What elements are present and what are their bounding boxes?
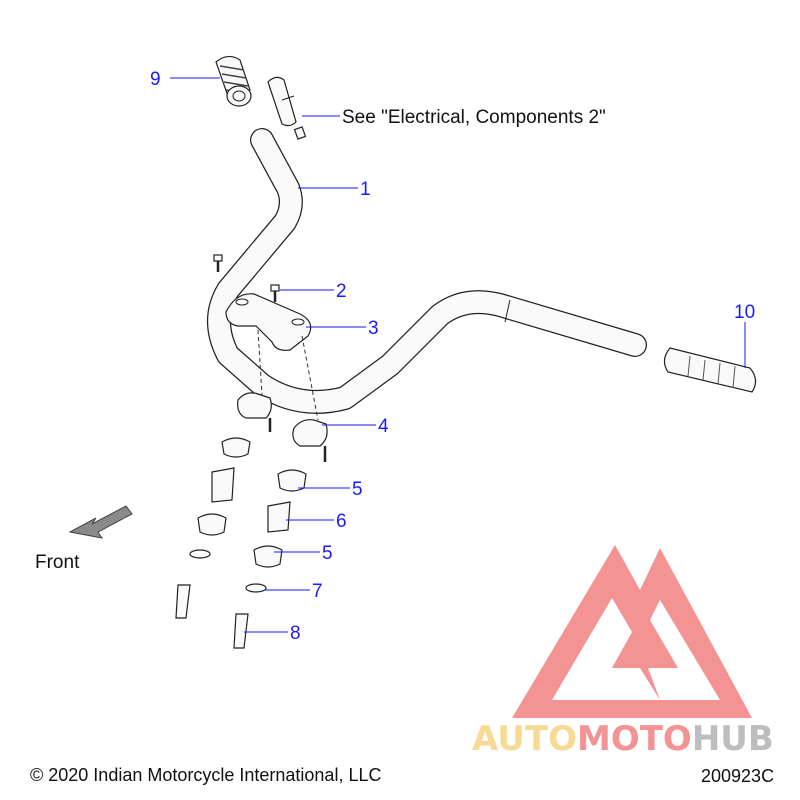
watermark-word-2: MOTO bbox=[577, 719, 692, 759]
callout-8: 8 bbox=[290, 623, 301, 644]
lower-clamp-part-4 bbox=[237, 392, 328, 462]
watermark-logo: AUTOMOTOHUB bbox=[472, 545, 774, 759]
bushing-stack-right bbox=[233, 469, 307, 649]
callout-1: 1 bbox=[360, 179, 371, 200]
riser-clamp-part-3 bbox=[225, 293, 312, 351]
electrical-component bbox=[267, 76, 307, 140]
handlebar-part-1 bbox=[207, 128, 647, 414]
front-direction-arrow-icon bbox=[68, 505, 133, 539]
reference-note: See "Electrical, Components 2" bbox=[342, 107, 606, 128]
watermark-word-1: AUTO bbox=[472, 719, 577, 759]
copyright-text: © 2020 Indian Motorcycle International, … bbox=[30, 765, 381, 785]
svg-text:AUTOMOTOHUB: AUTOMOTOHUB bbox=[472, 719, 774, 759]
callout-4: 4 bbox=[378, 416, 389, 437]
direction-label: Front bbox=[35, 552, 80, 573]
diagram-code: 200923C bbox=[701, 766, 774, 786]
leader-lines bbox=[170, 77, 746, 633]
callout-9: 9 bbox=[150, 69, 161, 90]
callout-3: 3 bbox=[368, 318, 379, 339]
grip-part-9 bbox=[215, 55, 252, 107]
watermark-triangle bbox=[512, 545, 752, 718]
callout-5-upper: 5 bbox=[352, 479, 363, 500]
callout-10: 10 bbox=[734, 302, 755, 323]
callout-6: 6 bbox=[336, 511, 347, 532]
clamp-bolt-part-2 bbox=[213, 254, 280, 302]
callout-5-lower: 5 bbox=[322, 543, 333, 564]
callout-7: 7 bbox=[312, 581, 323, 602]
callout-2: 2 bbox=[336, 281, 347, 302]
grip-part-10 bbox=[663, 347, 757, 393]
watermark-word-3: HUB bbox=[692, 719, 774, 759]
bushing-stack-left bbox=[175, 437, 251, 619]
